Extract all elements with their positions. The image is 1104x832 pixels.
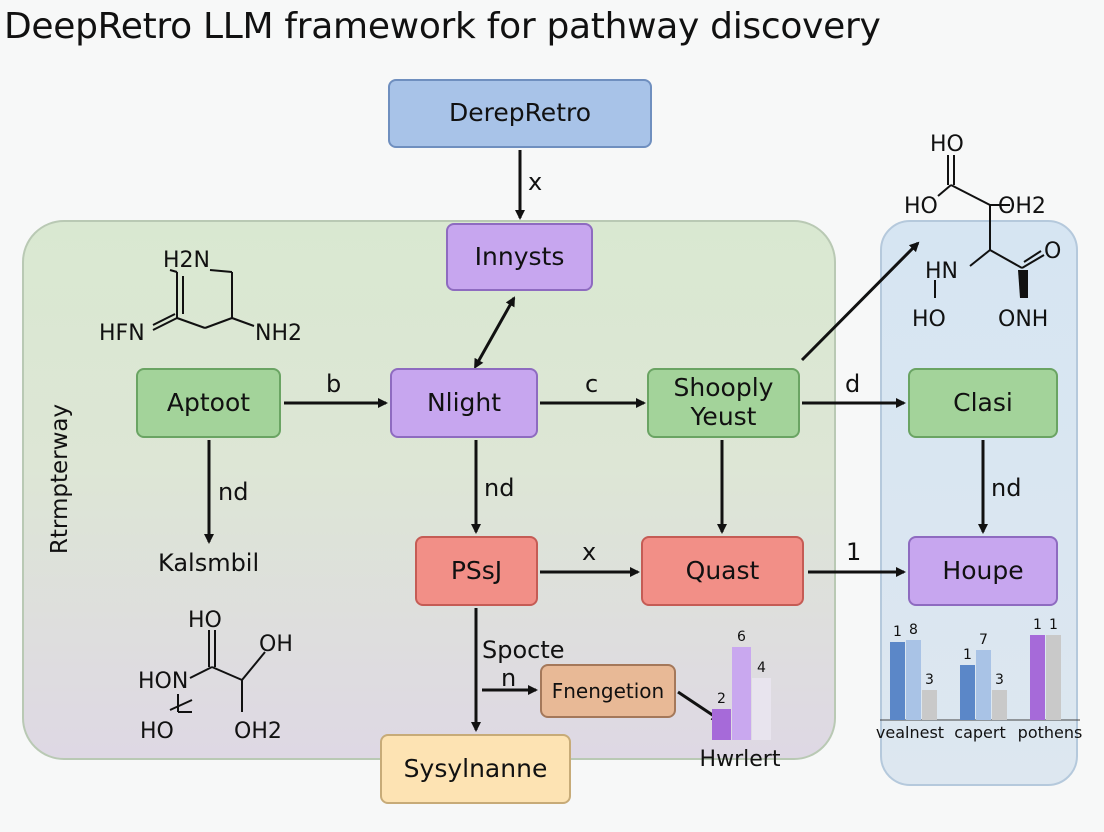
bar-chart2-1-1 (976, 650, 991, 720)
molecule-right-top (934, 155, 1045, 298)
quast-node[interactable]: Quast (641, 536, 804, 606)
bar-label-chart2-0-2: 3 (925, 672, 934, 688)
kalsmbil-text: Kalsmbil (158, 549, 260, 577)
bar-label-chart1-1: 6 (737, 629, 746, 645)
bar-chart2-0-1 (906, 640, 921, 720)
bar-label-chart2-1-0: 1 (963, 647, 972, 663)
chem-nh2: NH2 (255, 321, 302, 346)
chart2-category-1: capert (954, 723, 1005, 742)
chem-hon: HON (138, 669, 188, 694)
nlight-node[interactable]: Nlight (390, 368, 538, 438)
chem-h2n: H2N (163, 248, 210, 273)
edge-label-b: b (326, 370, 342, 398)
chem-oh: OH (259, 632, 293, 657)
wedge-bond (1018, 270, 1028, 298)
clasi-node[interactable]: Clasi (908, 368, 1058, 438)
chem-rt-ho-top: HO (930, 132, 964, 157)
molecule-left-bottom (169, 630, 266, 713)
bar-chart2-0-0 (890, 642, 905, 720)
edge-label-d: d (845, 370, 861, 398)
chem-ho-bot: HO (140, 719, 174, 744)
edge-label-one: 1 (846, 538, 862, 566)
bar-chart2-2-0 (1030, 635, 1045, 720)
page-title: DeepRetro LLM framework for pathway disc… (4, 6, 881, 47)
edge-label-nd-mid: nd (484, 474, 515, 502)
edge-label-x-mid: x (582, 538, 597, 566)
innysts-node[interactable]: Innysts (446, 223, 593, 291)
molecule-left-top (152, 269, 255, 331)
bar-label-chart2-0-0: 1 (893, 624, 902, 640)
edge-label-top-x: x (528, 168, 543, 196)
edge-innysts-nlight (474, 296, 516, 369)
chart1-xlabel: Hwrlert (700, 747, 781, 772)
bar-label-chart2-2-0: 1 (1033, 617, 1042, 633)
edge-label-nd-left: nd (218, 478, 249, 506)
chem-hfn: HFN (99, 321, 145, 346)
chem-rt-ho-bot: HO (912, 307, 946, 332)
spocte-text: Spocte (482, 636, 565, 664)
bar-label-chart2-2-1: 1 (1049, 617, 1058, 633)
edge-label-n: n (501, 664, 517, 692)
deepretro-node[interactable]: DerepRetro (388, 79, 652, 148)
chem-rt-o: O (1044, 239, 1061, 264)
bar-chart2-1-2 (992, 690, 1007, 720)
bar-label-chart2-1-1: 7 (979, 632, 988, 648)
bar-label-chart1-2: 4 (757, 660, 766, 676)
chem-rt-oh2: OH2 (998, 194, 1046, 219)
sysylnanne-node[interactable]: Sysylnanne (380, 734, 571, 804)
retro-pathway-panel (22, 220, 836, 760)
fnengetion-node[interactable]: Fnengetion (540, 664, 676, 718)
chem-rt-ho-left: HO (904, 194, 938, 219)
shooply-yeust-node[interactable]: Shooply Yeust (647, 368, 800, 438)
aptoot-node[interactable]: Aptoot (136, 368, 281, 438)
bar-chart1-1 (732, 647, 751, 740)
bar-label-chart2-0-1: 8 (909, 622, 918, 638)
bar-label-chart2-1-2: 3 (995, 672, 1004, 688)
bar-chart2-2-1 (1046, 635, 1061, 720)
edge-label-c: c (585, 370, 599, 398)
chart2-category-2: pothens (1018, 723, 1083, 742)
bar-label-chart1-0: 2 (717, 691, 726, 707)
edge-shooply-molecule (800, 241, 920, 362)
bar-chart1-2 (752, 678, 771, 740)
bar-chart1-0 (712, 709, 731, 740)
houpe-node[interactable]: Houpe (908, 536, 1058, 606)
chem-oh2: OH2 (234, 719, 282, 744)
chem-ho-top: HO (188, 608, 222, 633)
chart2-category-0: vealnest (876, 723, 944, 742)
chem-rt-hn: HN (925, 259, 958, 284)
edge-label-nd-right: nd (991, 474, 1022, 502)
bar-chart2-1-0 (960, 665, 975, 720)
bar-chart2-0-2 (922, 690, 937, 720)
pssj-node[interactable]: PSsJ (415, 536, 538, 606)
chem-rt-onh: ONH (998, 307, 1048, 332)
